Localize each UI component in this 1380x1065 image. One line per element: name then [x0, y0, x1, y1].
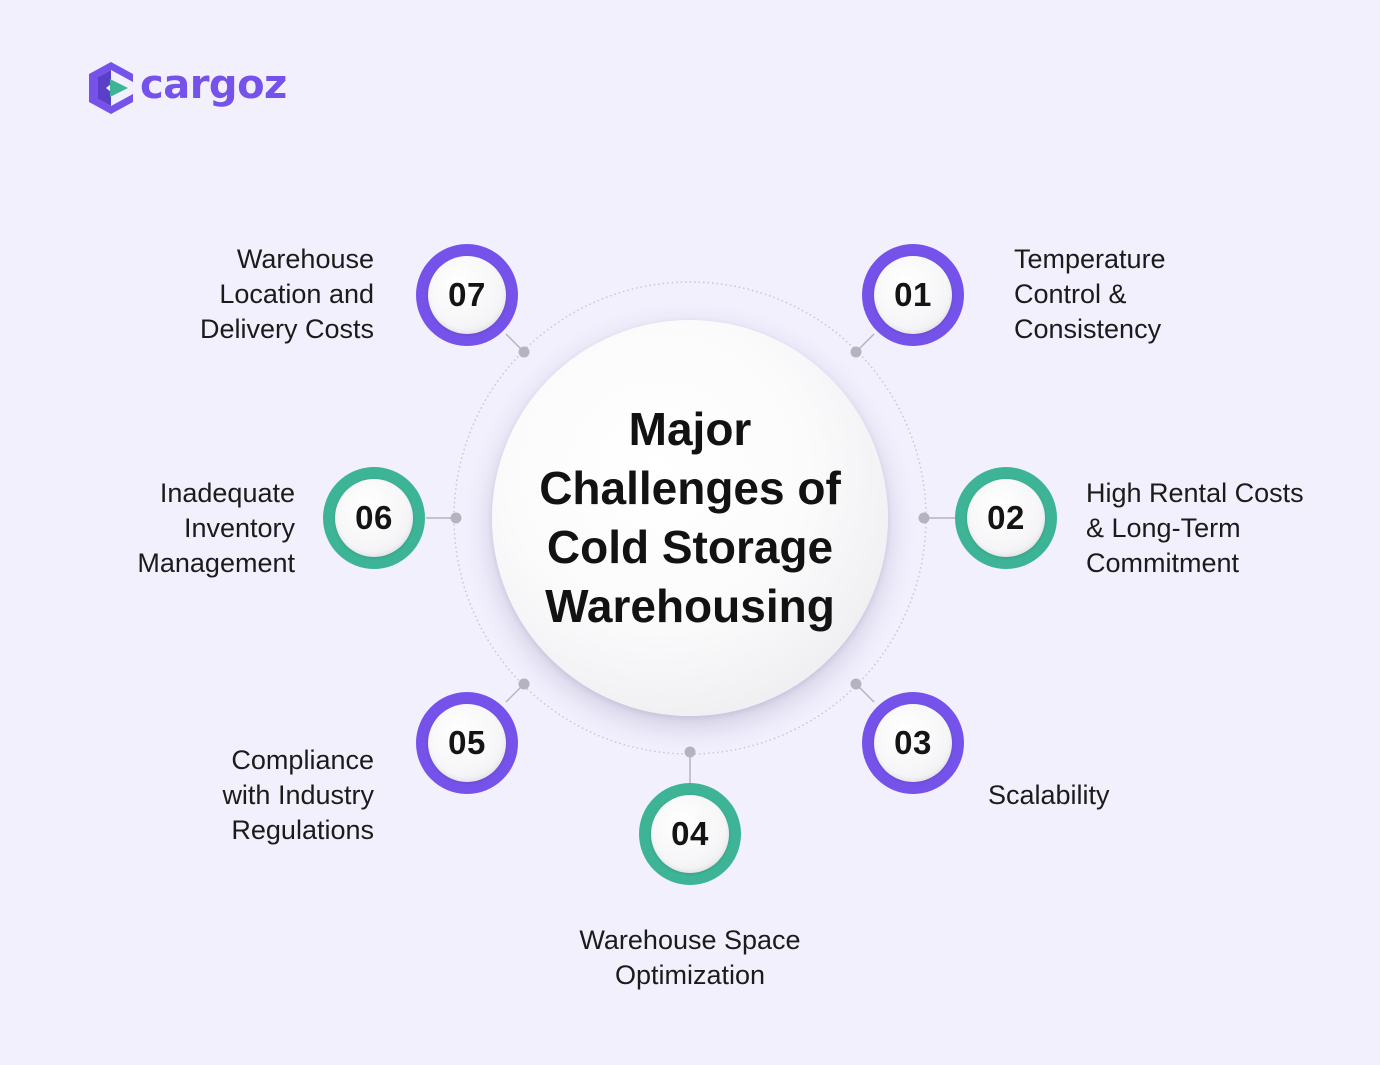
step-badge-inner: 05: [428, 704, 506, 782]
step-badge-inner: 03: [874, 704, 952, 782]
step-number: 03: [894, 724, 932, 761]
step-label-line: Optimization: [614, 960, 766, 990]
step-label-line: Compliance: [231, 745, 374, 775]
step-number: 04: [671, 815, 709, 852]
connector-dot-01: [850, 346, 862, 358]
step-label-line: Management: [137, 548, 295, 578]
step-badge-inner: 04: [651, 795, 729, 873]
center-circle: Major Challenges of Cold Storage Warehou…: [492, 320, 888, 716]
step-badge-06: 06: [323, 467, 425, 569]
step-label-line: Location and: [219, 279, 374, 309]
step-badge-inner: 06: [335, 479, 413, 557]
connector-dot-03: [850, 678, 862, 690]
step-label-line: Scalability: [988, 780, 1110, 810]
step-label-05: Compliance with Industry Regulations: [222, 743, 374, 848]
step-badge-04: 04: [639, 783, 741, 885]
step-label-06: Inadequate Inventory Management: [137, 476, 295, 581]
brand-name: cargoz: [140, 62, 287, 108]
step-label-line: Warehouse: [236, 244, 374, 274]
step-label-04: Warehouse Space Optimization: [540, 923, 840, 993]
step-badge-01: 01: [862, 244, 964, 346]
step-number: 02: [987, 499, 1025, 536]
step-label-07: Warehouse Location and Delivery Costs: [200, 242, 374, 347]
step-label-line: High Rental Costs: [1086, 478, 1304, 508]
step-number: 07: [448, 276, 486, 313]
step-label-line: Warehouse Space: [579, 925, 801, 955]
center-title-line: Warehousing: [545, 580, 835, 632]
step-badge-02: 02: [955, 467, 1057, 569]
cargoz-logo-icon: [89, 62, 133, 114]
connector-dot-07: [518, 346, 530, 358]
step-badge-03: 03: [862, 692, 964, 794]
step-label-02: High Rental Costs & Long-Term Commitment: [1086, 476, 1304, 581]
step-label-line: Consistency: [1014, 314, 1162, 344]
step-number: 06: [355, 499, 393, 536]
step-label-line: Inadequate: [159, 478, 295, 508]
step-label-line: Control &: [1014, 279, 1127, 309]
step-label-line: Temperature: [1014, 244, 1166, 274]
step-badge-inner: 01: [874, 256, 952, 334]
step-label-line: Inventory: [183, 513, 295, 543]
center-title-line: Major: [628, 403, 752, 455]
connector-dot-04: [684, 746, 696, 758]
step-label-03: Scalability: [988, 778, 1110, 813]
step-label-line: with Industry: [222, 780, 374, 810]
connector-dot-06: [450, 512, 462, 524]
connector-dot-05: [518, 678, 530, 690]
connector-dot-02: [918, 512, 930, 524]
center-title-line: Cold Storage: [546, 521, 834, 573]
step-label-line: Commitment: [1086, 548, 1240, 578]
step-number: 01: [894, 276, 932, 313]
cargoz-logo[interactable]: cargoz: [86, 60, 287, 116]
step-badge-inner: 07: [428, 256, 506, 334]
step-label-line: & Long-Term: [1086, 513, 1241, 543]
step-number: 05: [448, 724, 486, 761]
step-badge-07: 07: [416, 244, 518, 346]
step-label-line: Delivery Costs: [199, 314, 374, 344]
step-badge-inner: 02: [967, 479, 1045, 557]
center-title-line: Challenges of: [539, 462, 841, 514]
step-badge-05: 05: [416, 692, 518, 794]
step-label-line: Regulations: [231, 815, 374, 845]
center-title: Major Challenges of Cold Storage Warehou…: [525, 400, 855, 636]
step-label-01: Temperature Control & Consistency: [1014, 242, 1166, 347]
